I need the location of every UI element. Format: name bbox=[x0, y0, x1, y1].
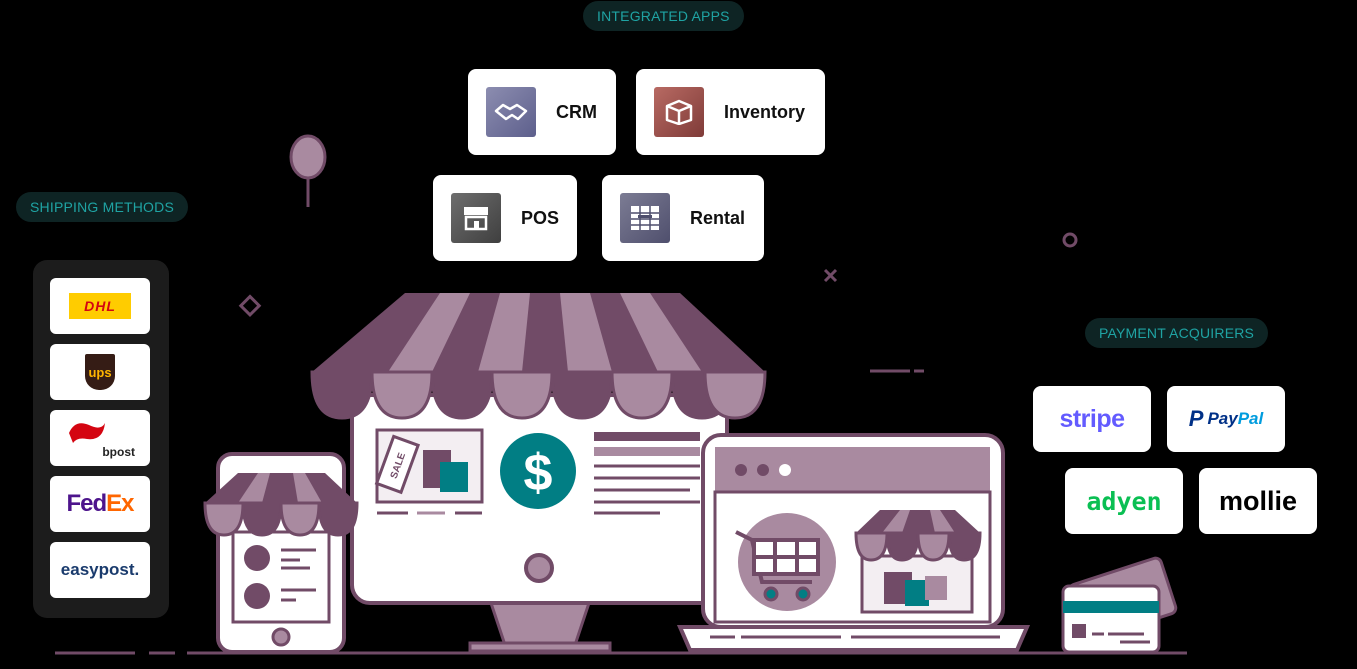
dhl-logo-text: DHL bbox=[84, 298, 116, 314]
laptop-shop bbox=[676, 433, 1031, 652]
integrated-apps-label: INTEGRATED APPS bbox=[583, 1, 744, 31]
app-label-pos: POS bbox=[521, 207, 560, 228]
shipping-ups[interactable]: ups bbox=[50, 344, 150, 400]
shipping-bpost[interactable]: bpost bbox=[50, 410, 150, 466]
payment-acquirers-label: PAYMENT ACQUIRERS bbox=[1085, 318, 1269, 348]
app-card-pos[interactable]: POS bbox=[433, 175, 577, 261]
cross-decoration bbox=[823, 268, 838, 283]
store-icon bbox=[451, 193, 501, 243]
handshake-icon bbox=[486, 87, 536, 137]
fedex-logo: FedEx bbox=[66, 490, 134, 518]
bpost-logo: bpost bbox=[65, 417, 135, 459]
app-label-inventory: Inventory bbox=[724, 101, 806, 122]
dhl-logo: DHL bbox=[69, 293, 131, 319]
app-label-crm: CRM bbox=[556, 101, 597, 122]
bpost-horn-icon bbox=[69, 423, 105, 443]
shipping-methods-label: SHIPPING METHODS bbox=[16, 192, 188, 222]
balloon-icon bbox=[289, 134, 327, 207]
app-card-inventory[interactable]: Inventory bbox=[636, 69, 825, 155]
shipping-easypost[interactable]: easypost. bbox=[50, 542, 150, 598]
paypal-p-icon: P bbox=[1188, 406, 1204, 431]
sale-tag-icon: SALE bbox=[374, 434, 421, 495]
ups-logo: ups bbox=[85, 354, 115, 390]
payment-adyen[interactable]: adyen bbox=[1065, 468, 1183, 534]
stripe-logo: stripe bbox=[1059, 404, 1125, 433]
easypost-logo: easypost. bbox=[60, 560, 140, 579]
paypal-logo-pal: Pal bbox=[1237, 409, 1264, 428]
shipping-dhl[interactable]: DHL bbox=[50, 278, 150, 334]
phone-shop bbox=[203, 452, 359, 654]
bpost-logo-text: bpost bbox=[102, 445, 135, 459]
dollar-icon: $ bbox=[524, 444, 553, 502]
box-icon bbox=[654, 87, 704, 137]
diamond-decoration bbox=[238, 294, 262, 318]
fedex-logo-fed: Fed bbox=[66, 490, 107, 517]
app-card-rental[interactable]: Rental bbox=[602, 175, 764, 261]
mollie-logo: mollie bbox=[1218, 485, 1298, 516]
app-label-rental: Rental bbox=[690, 207, 746, 228]
fedex-logo-ex: Ex bbox=[106, 490, 134, 517]
payment-mollie[interactable]: mollie bbox=[1199, 468, 1317, 534]
app-card-crm[interactable]: CRM bbox=[468, 69, 616, 155]
payment-stripe[interactable]: stripe bbox=[1033, 386, 1151, 452]
monitor-shop: SALE $ bbox=[310, 293, 767, 653]
paypal-logo-pay: Pay bbox=[1207, 409, 1238, 428]
shipping-fedex[interactable]: FedEx bbox=[50, 476, 150, 532]
credit-card-icon bbox=[1061, 556, 1178, 654]
ups-logo-text: ups bbox=[88, 364, 112, 380]
shipping-methods-panel: DHL ups bpost FedEx easypost. bbox=[33, 260, 169, 618]
shopping-cart-icon bbox=[735, 530, 820, 584]
adyen-logo: adyen bbox=[1086, 486, 1162, 516]
calendar-grid-icon bbox=[620, 193, 670, 243]
circle-decoration bbox=[1062, 232, 1078, 248]
